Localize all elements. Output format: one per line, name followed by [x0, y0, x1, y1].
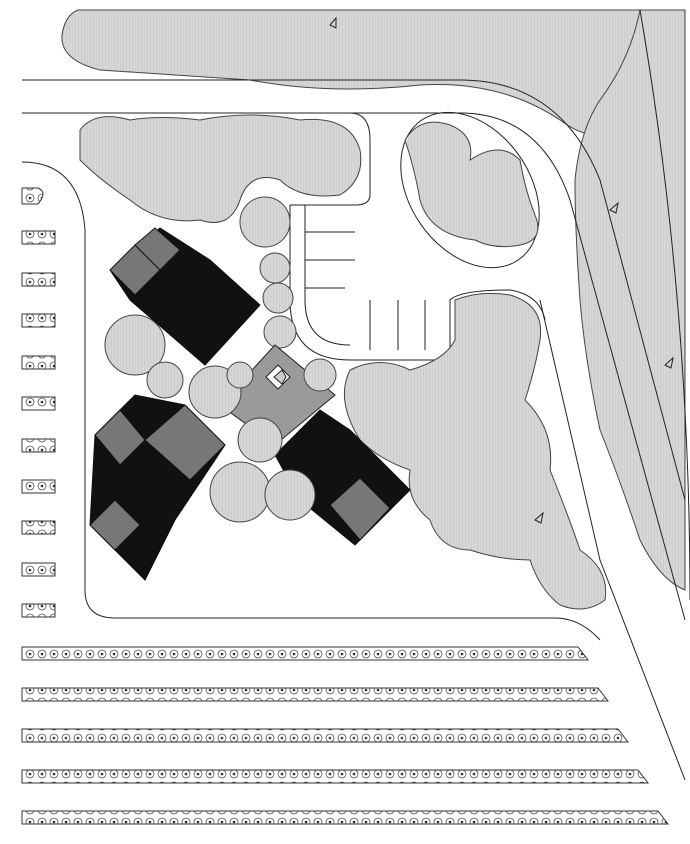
building-sw-wing — [89, 394, 226, 581]
tree-cluster-east — [343, 292, 607, 610]
right-tree-belt — [574, 9, 686, 591]
tree-cluster-oval — [404, 121, 539, 248]
tree-cluster-north — [79, 114, 362, 349]
road-lines — [21, 9, 690, 781]
building-nw-wing — [109, 227, 261, 366]
parking-islands-south — [21, 646, 670, 825]
trees-around-building — [104, 314, 337, 523]
top-tree-belt — [61, 9, 644, 136]
north-marker-symbols — [329, 16, 674, 524]
central-courtyard — [219, 344, 336, 446]
parking-islands-west — [21, 187, 56, 618]
